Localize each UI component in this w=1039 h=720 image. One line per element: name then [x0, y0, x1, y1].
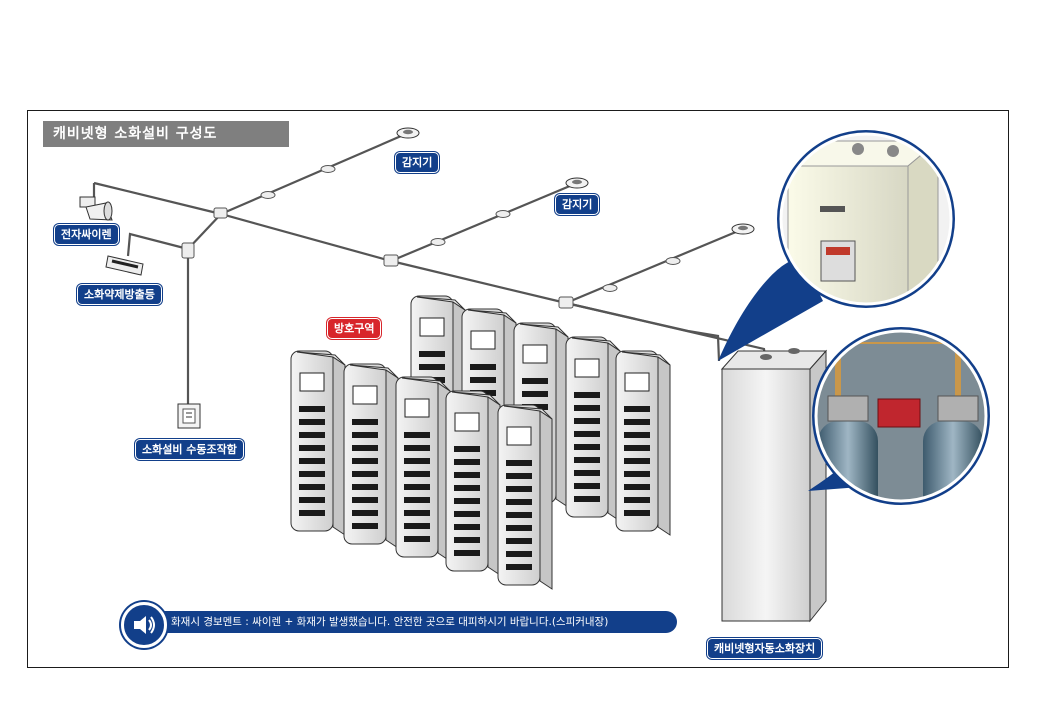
detector-3-icon — [731, 223, 755, 235]
detector-label-1: 감지기 — [396, 153, 439, 172]
cabinet-unit-label: 캐비넷형자동소화장치 — [708, 639, 822, 658]
siren-icon — [79, 196, 113, 221]
system-diagram — [79, 127, 990, 623]
cabinet-unit — [720, 348, 828, 623]
cabinet-closeup-callout — [777, 130, 955, 308]
diagram-frame: 캐비넷형 소화설비 구성도 감지기 감지기 전자싸이렌 소화약제방출등 소화설비… — [27, 110, 1009, 668]
alarm-message-bar: 화재시 경보멘트 : 싸이렌 + 화재가 발생했습니다. 안전한 곳으로 대피하… — [123, 611, 677, 633]
discharge-lamp-icon — [105, 255, 144, 276]
protected-zone-label: 방호구역 — [328, 319, 381, 338]
valve-closeup-callout — [812, 327, 990, 505]
rack-9 — [445, 390, 501, 576]
detector-2-icon — [565, 177, 589, 189]
manual-box-icon — [177, 403, 201, 429]
rack-7 — [343, 363, 399, 549]
detector-label-2: 감지기 — [556, 195, 599, 214]
protected-zone-racks — [290, 295, 671, 590]
rack-4 — [565, 336, 621, 522]
rack-6 — [290, 350, 346, 536]
siren-label: 전자싸이렌 — [55, 225, 118, 244]
manual-box-label: 소화설비 수동조작함 — [136, 440, 243, 459]
speaker-icon — [121, 602, 167, 648]
rack-8 — [395, 376, 451, 562]
discharge-lamp-label: 소화약제방출등 — [78, 285, 161, 304]
diagram-title: 캐비넷형 소화설비 구성도 — [43, 121, 289, 147]
callout-wedge-top — [718, 259, 823, 361]
piping — [92, 131, 767, 407]
rack-5 — [615, 350, 671, 536]
rack-10 — [497, 404, 553, 590]
detector-1-icon — [396, 127, 420, 139]
